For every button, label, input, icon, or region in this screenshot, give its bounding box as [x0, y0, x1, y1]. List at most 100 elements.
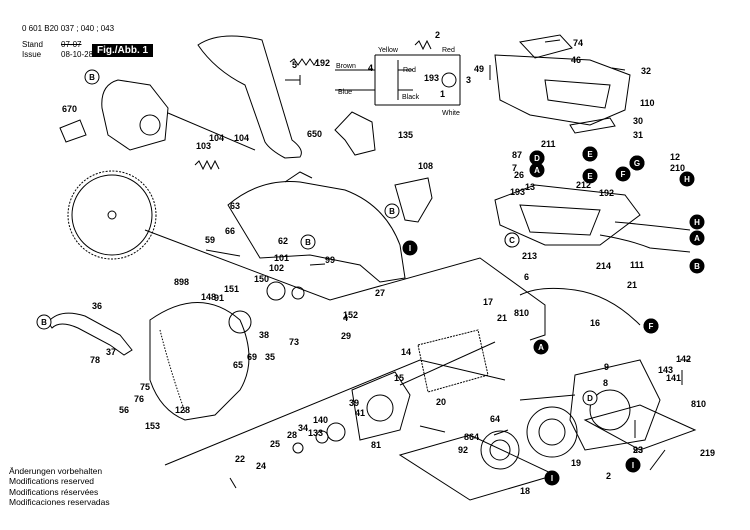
part-number-label: 111: [630, 260, 644, 270]
callout-letter: B: [389, 207, 395, 216]
part-number-label: 133: [308, 428, 323, 438]
part-number-label: 20: [436, 397, 446, 407]
part-number-label: 670: [62, 104, 77, 114]
screw: [544, 39, 561, 43]
part-number-label: 34: [298, 423, 308, 433]
guard-ribs: [159, 329, 186, 413]
callout-letter: A: [534, 166, 540, 175]
part-number-label: 41: [355, 408, 365, 418]
callout-letter: B: [89, 73, 95, 82]
wire-color-label: Brown: [336, 63, 356, 70]
part-number-label: 4: [343, 313, 348, 323]
part-number-label: 27: [375, 288, 385, 298]
switch-housing-inner: [519, 204, 601, 236]
callout-letter: F: [649, 322, 654, 331]
part-number-label: 38: [259, 330, 269, 340]
part-number-label: 101: [274, 253, 289, 263]
bearing-seat: [366, 394, 394, 422]
cable-lead: [599, 234, 691, 253]
callout-circle: [529, 150, 545, 166]
part-number-label: 26: [514, 170, 524, 180]
saw-blade-body: [71, 174, 153, 256]
part-number-label: 25: [270, 439, 280, 449]
stator-bore: [538, 418, 566, 446]
part-number-label: 108: [418, 161, 433, 171]
locking-handle: [47, 312, 133, 356]
callout-circle: [36, 314, 52, 330]
flange-washer: [266, 281, 286, 301]
part-number-label: 140: [313, 415, 328, 425]
part-number-label: 29: [341, 331, 351, 341]
part-number-label: 17: [483, 297, 493, 307]
part-number-label: 135: [398, 130, 413, 140]
part-number-label: 99: [325, 255, 335, 265]
part-number-label: 864: [464, 432, 479, 442]
wire-color-label: Blue: [338, 89, 352, 96]
callout-circle: [384, 203, 400, 219]
callout-circle: [504, 232, 520, 248]
part-number-label: 92: [458, 445, 468, 455]
part-number-label: 110: [640, 98, 655, 108]
callout-circle: [689, 258, 705, 274]
callout-letter: E: [587, 150, 593, 159]
part-number-label: 7: [512, 163, 517, 173]
fan-ring: [480, 430, 520, 470]
part-number-label: 128: [175, 405, 190, 415]
part-number-label: 91: [214, 293, 224, 303]
group-outline: [583, 404, 697, 451]
callout-circle: [300, 234, 316, 250]
callout-circle: [679, 171, 695, 187]
group-outline: [398, 434, 557, 501]
part-number-label: 63: [230, 201, 240, 211]
figure-label: Fig./Abb. 1: [92, 44, 154, 57]
fan-hub: [489, 439, 511, 461]
part-number-label: 212: [576, 180, 591, 190]
callout-letter: H: [684, 175, 690, 184]
part-number-label: 1: [440, 89, 445, 99]
part-number-label: 81: [371, 440, 381, 450]
part-number-label: 65: [233, 360, 243, 370]
part-number-label: 21: [497, 313, 507, 323]
callout-letter: B: [305, 238, 311, 247]
stand-label: Stand: [22, 40, 43, 49]
part-number-label: 9: [604, 362, 609, 372]
callout-circle: [643, 318, 659, 334]
pin: [205, 249, 241, 257]
footer-line: Änderungen vorbehalten: [9, 466, 103, 476]
part-number-label: 19: [571, 458, 581, 468]
wire-color-label: White: [442, 110, 460, 117]
part-number-header: 0 601 B20 037 ; 040 ; 043: [22, 24, 115, 33]
part-number-label: 104: [209, 133, 224, 143]
washer: [315, 430, 329, 444]
wire-color-label: Yellow: [378, 47, 399, 54]
chip-deflector: [394, 177, 433, 223]
part-number-label: 76: [134, 394, 144, 404]
part-number-label: 898: [174, 277, 189, 287]
motor-housing: [569, 359, 661, 451]
part-number-label: 211: [541, 139, 556, 149]
part-number-label: 24: [256, 461, 266, 471]
part-number-label: 36: [92, 301, 102, 311]
callout-letter: I: [409, 244, 411, 253]
part-number-label: 810: [514, 308, 529, 318]
part-number-label: 5: [292, 60, 297, 70]
dust-elbow: [334, 111, 376, 156]
screw: [229, 477, 237, 489]
part-number-label: 6: [524, 272, 529, 282]
part-number-label: 23: [633, 445, 643, 455]
part-number-label: 39: [349, 398, 359, 408]
part-number-label: 14: [401, 347, 411, 357]
part-number-label: 193: [424, 73, 439, 83]
part-number-label: 150: [254, 274, 269, 284]
part-number-label: 28: [287, 430, 297, 440]
part-number-label: 49: [474, 64, 484, 74]
part-number-label: 193: [510, 187, 525, 197]
part-number-label: 192: [599, 188, 614, 198]
part-number-label: 2: [435, 30, 440, 40]
part-number-label: 15: [394, 373, 404, 383]
callout-circle: [582, 168, 598, 184]
screw: [309, 263, 326, 266]
callout-circle: [615, 166, 631, 182]
part-number-label: 37: [106, 347, 116, 357]
